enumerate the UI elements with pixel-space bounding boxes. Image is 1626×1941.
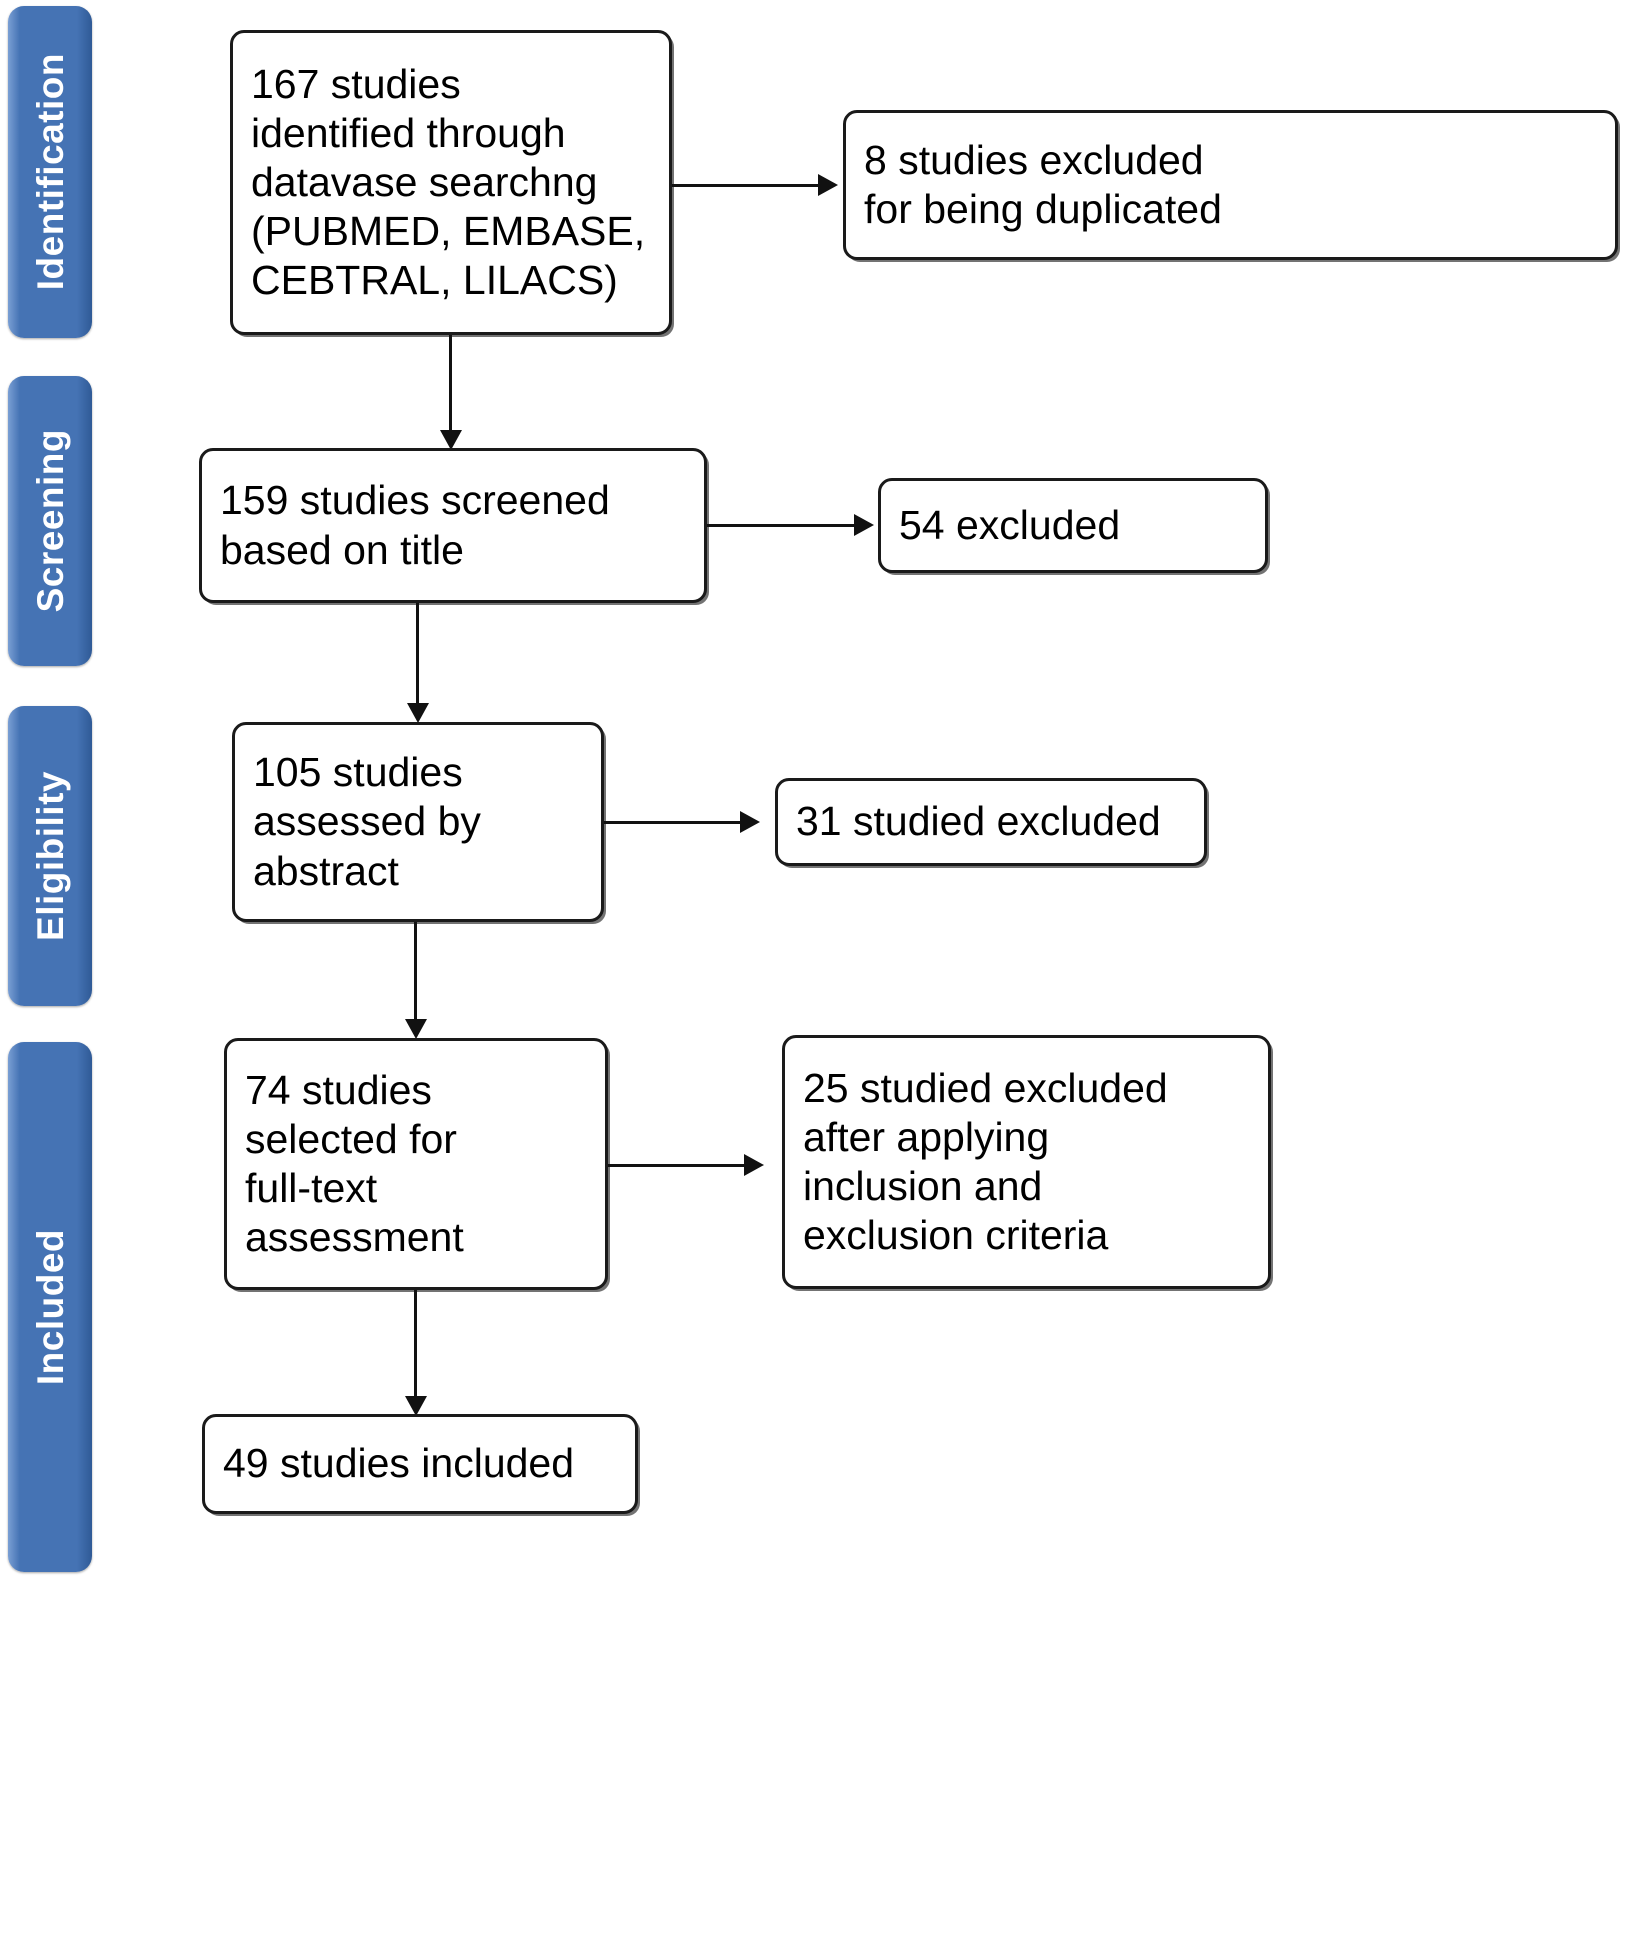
box-studies-screened-title: 159 studies screened based on title <box>199 448 707 603</box>
connector-screened-to-excluded <box>707 524 867 527</box>
stage-bar-eligibility: Eligibility <box>8 706 92 1006</box>
arrowhead-screened-to-abstract <box>407 703 429 723</box>
box-excluded-title-text: 54 excluded <box>899 501 1121 548</box>
arrowhead-abstract-to-fulltext <box>405 1019 427 1039</box>
connector-identified-to-screened <box>449 335 452 439</box>
box-studies-fulltext-text: 74 studies selected for full-text assess… <box>245 1066 464 1261</box>
arrowhead-identified-to-screened <box>440 430 462 450</box>
box-studies-screened-title-text: 159 studies screened based on title <box>220 477 610 573</box>
box-excluded-duplicated-text: 8 studies excluded for being duplicated <box>864 136 1222 232</box>
box-studies-assessed-abstract: 105 studies assessed by abstract <box>232 722 604 922</box>
stage-label-included: Included <box>29 1228 71 1386</box>
connector-screened-to-abstract <box>416 603 419 713</box>
connector-fulltext-to-excluded <box>608 1164 756 1167</box>
connector-abstract-to-excluded <box>604 821 752 824</box>
arrowhead-fulltext-to-included <box>405 1396 427 1416</box>
box-studies-assessed-abstract-text: 105 studies assessed by abstract <box>253 749 481 894</box>
box-excluded-abstract-text: 31 studied excluded <box>796 798 1161 845</box>
box-excluded-title: 54 excluded <box>878 478 1268 573</box>
stage-bar-included: Included <box>8 1042 92 1572</box>
arrowhead-screened-to-excluded <box>854 514 874 536</box>
box-studies-fulltext: 74 studies selected for full-text assess… <box>224 1038 608 1290</box>
stage-label-identification: Identification <box>29 53 71 291</box>
box-excluded-criteria: 25 studied excluded after applying inclu… <box>782 1035 1271 1289</box>
box-studies-included: 49 studies included <box>202 1414 638 1514</box>
box-excluded-abstract: 31 studied excluded <box>775 778 1207 866</box>
stage-label-screening: Screening <box>29 429 71 613</box>
box-studies-included-text: 49 studies included <box>223 1440 575 1487</box>
connector-identified-to-duplicated <box>672 184 830 187</box>
stage-label-eligibility: Eligibility <box>29 771 71 941</box>
connector-abstract-to-fulltext <box>414 922 417 1032</box>
stage-bar-screening: Screening <box>8 376 92 666</box>
stage-bar-identification: Identification <box>8 6 92 338</box>
arrowhead-fulltext-to-excluded <box>744 1154 764 1176</box>
arrowhead-abstract-to-excluded <box>740 811 760 833</box>
arrowhead-identified-to-duplicated <box>818 174 838 196</box>
box-excluded-criteria-text: 25 studied excluded after applying inclu… <box>803 1064 1168 1259</box>
box-excluded-duplicated: 8 studies excluded for being duplicated <box>843 110 1618 260</box>
box-studies-identified-text: 167 studies identified through datavase … <box>251 60 646 304</box>
box-studies-identified: 167 studies identified through datavase … <box>230 30 672 335</box>
connector-fulltext-to-included <box>414 1290 417 1408</box>
